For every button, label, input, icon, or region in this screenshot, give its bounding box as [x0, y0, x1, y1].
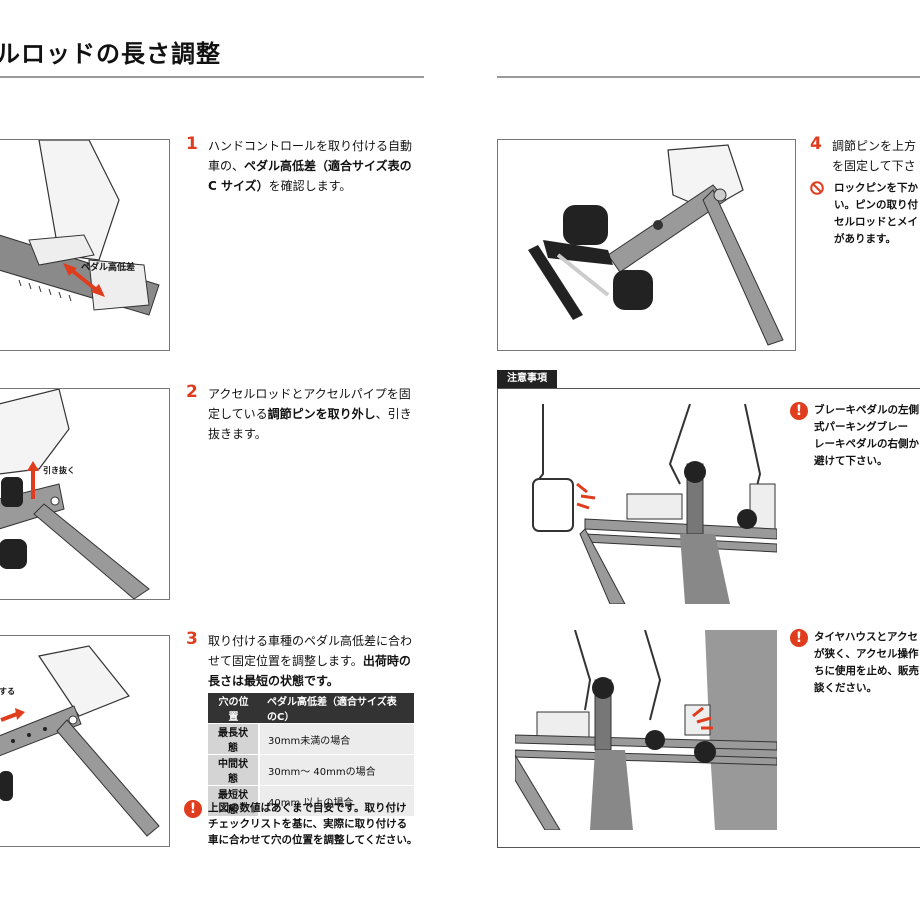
exclamation-icon: !	[184, 800, 202, 818]
pedal-height-label: ペダル高低差	[81, 261, 135, 273]
illustration-step-3: する	[0, 635, 170, 847]
note-illustration-2	[515, 630, 777, 830]
left-rule	[0, 76, 424, 78]
pull-out-label: 引き抜く	[43, 465, 75, 475]
exclamation-icon: !	[790, 402, 808, 420]
page-title: ルロッドの長さ調整	[0, 40, 221, 68]
right-rule	[497, 76, 920, 78]
prohibition-icon	[810, 181, 824, 195]
notes-header: 注意事項	[497, 370, 557, 388]
table-header-row: 穴の位置 ペダル高低差（適合サイズ表のC）	[208, 693, 414, 724]
step-1-number: 1	[186, 134, 198, 154]
illustration-step-2: 引き抜く	[0, 388, 170, 600]
step-4-number: 4	[810, 134, 822, 154]
table-row: 最短状態 40mm 以上の場合	[208, 785, 414, 817]
exclamation-icon: !	[790, 629, 808, 647]
table-row: 最長状態 30mm未満の場合	[208, 723, 414, 755]
illustration-step-4	[497, 139, 796, 351]
step-3-number: 3	[186, 629, 198, 649]
notes-box	[497, 388, 920, 848]
size-table: 穴の位置 ペダル高低差（適合サイズ表のC） 最長状態 30mm未満の場合 中間状…	[208, 693, 414, 817]
illustration-step-1: ペダル高低差	[0, 139, 170, 351]
note-illustration-1	[515, 404, 777, 604]
adjust-label: する	[0, 687, 15, 696]
table-row: 中間状態 30mm～ 40mmの場合	[208, 754, 414, 786]
step-2-number: 2	[186, 382, 198, 402]
